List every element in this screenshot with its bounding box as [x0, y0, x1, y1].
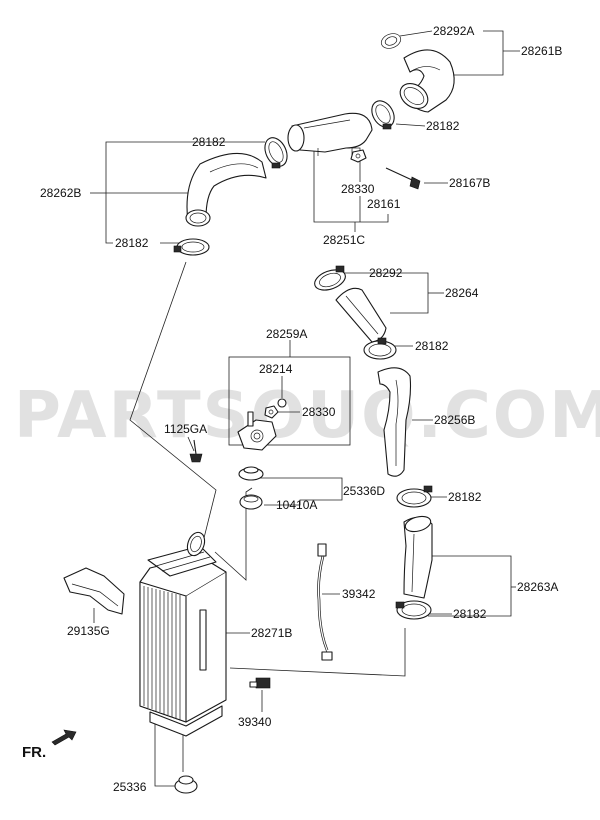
label-28182-mid: 28182	[415, 339, 449, 353]
pipe-28251C	[287, 112, 373, 157]
intercooler-fins	[143, 586, 181, 720]
clamp-28182-bottom	[395, 600, 432, 620]
air-guard-29135G	[63, 567, 125, 615]
sensor-cable-39342	[317, 543, 333, 661]
bracket-28259A	[237, 411, 277, 451]
label-28182-bottom: 28182	[453, 607, 487, 621]
bolt-28167B	[385, 167, 421, 190]
sensor-39340	[249, 677, 271, 689]
label-28167B: 28167B	[449, 176, 490, 190]
label-28182-top-right: 28182	[426, 119, 460, 133]
label-28292A: 28292A	[433, 24, 474, 38]
front-direction-indicator: FR.	[22, 729, 77, 761]
label-28182-left: 28182	[115, 236, 149, 250]
bolt-28214	[277, 398, 287, 408]
label-28251C: 28251C	[323, 233, 365, 247]
grommet-25336	[174, 775, 198, 794]
hose-28264	[335, 287, 387, 343]
hose-28261B	[380, 33, 455, 113]
clamp-28182-lower	[396, 485, 433, 508]
direction-label: FR.	[22, 744, 46, 761]
label-28261B: 28261B	[521, 44, 562, 58]
hose-28256B	[377, 367, 412, 477]
label-28256B: 28256B	[434, 413, 475, 427]
leader-lines	[90, 30, 520, 787]
label-28214: 28214	[259, 362, 293, 376]
label-28263A: 28263A	[517, 580, 558, 594]
label-25336: 25336	[113, 780, 147, 794]
grommet-25336D	[238, 466, 264, 481]
label-29135G: 29135G	[67, 624, 110, 638]
label-39342: 39342	[342, 587, 376, 601]
nut-28330-lower	[264, 405, 279, 419]
label-28264: 28264	[445, 286, 479, 300]
label-39340: 39340	[238, 715, 272, 729]
intercooler-28271B	[139, 531, 227, 737]
label-28182-top-left: 28182	[192, 135, 226, 149]
label-28161: 28161	[367, 197, 401, 211]
watermark: PARTSOUQ.COM	[14, 379, 600, 453]
hose-28263A	[403, 515, 433, 599]
clamp-28292	[314, 265, 346, 291]
label-28292: 28292	[369, 266, 403, 280]
label-10410A: 10410A	[276, 498, 317, 512]
bolt-1125GA	[189, 439, 203, 463]
clamp-28182-top-left	[264, 137, 288, 169]
label-28259A: 28259A	[266, 327, 307, 341]
nut-28330-upper	[350, 149, 367, 163]
clamp-28182-mid	[363, 337, 397, 360]
label-28330-lower: 28330	[302, 405, 336, 419]
label-25336D: 25336D	[343, 484, 385, 498]
clamp-28182-left	[173, 238, 210, 256]
front-arrow-icon	[51, 729, 77, 746]
grommet-10410A	[239, 494, 263, 510]
label-28330-upper: 28330	[341, 182, 375, 196]
callout-labels: 28292A 28261B 28182 28182 28262B 28330 2…	[40, 24, 562, 794]
clamp-28182-top-right	[371, 100, 395, 130]
label-1125GA: 1125GA	[164, 422, 207, 436]
label-28182-lower: 28182	[448, 490, 482, 504]
label-28271B: 28271B	[251, 626, 292, 640]
hose-28262B	[185, 152, 267, 227]
label-28262B: 28262B	[40, 186, 81, 200]
